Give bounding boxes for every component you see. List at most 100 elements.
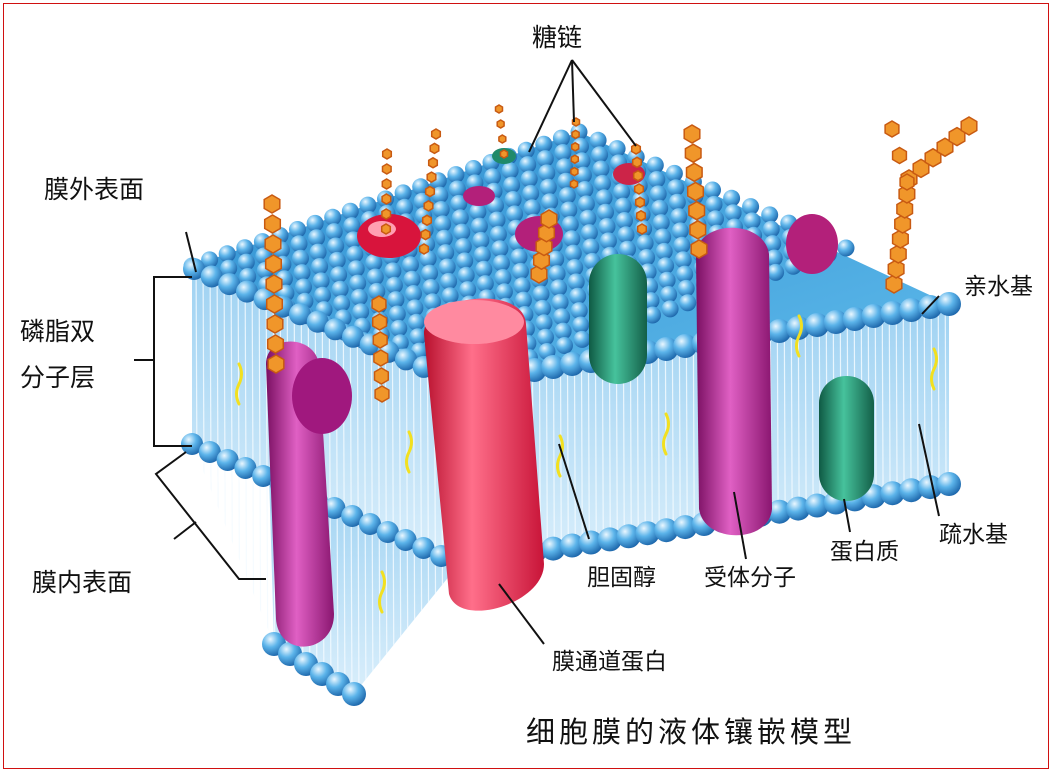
phospholipid-head xyxy=(453,224,470,241)
phospholipid-head xyxy=(333,295,350,312)
sugar-unit xyxy=(893,148,907,164)
phospholipid-head xyxy=(613,183,630,200)
sugar-unit xyxy=(572,130,579,138)
phospholipid-head xyxy=(637,235,654,252)
phospholipid-head xyxy=(490,226,507,243)
label-sugar-chain: 糖链 xyxy=(532,24,582,53)
phospholipid-head xyxy=(236,239,253,256)
sugar-unit xyxy=(635,184,644,194)
sugar-unit xyxy=(891,245,907,263)
phospholipid-head xyxy=(559,187,576,204)
phospholipid-head xyxy=(342,203,359,220)
label-outer-surface: 膜外表面 xyxy=(44,176,144,205)
sugar-unit xyxy=(383,164,392,174)
phospholipid-head xyxy=(472,232,489,249)
phospholipid-head xyxy=(219,245,236,262)
phospholipid-head xyxy=(342,682,366,706)
phospholipid-head xyxy=(389,306,406,323)
sugar-unit xyxy=(375,368,389,384)
phospholipid-head xyxy=(656,243,673,260)
sugar-unit xyxy=(373,314,387,330)
receptor-protein-right xyxy=(696,228,772,536)
phospholipid-head xyxy=(536,314,553,331)
figure-title: 细胞膜的液体镶嵌模型 xyxy=(526,716,856,749)
sugar-unit xyxy=(900,174,914,190)
phospholipid-head xyxy=(326,223,343,240)
phospholipid-head xyxy=(475,261,492,278)
sugar-unit xyxy=(427,172,436,182)
phospholipid-head xyxy=(314,287,331,304)
membrane-diagram xyxy=(4,4,1049,769)
sugar-unit xyxy=(886,275,902,293)
phospholipid-head xyxy=(310,244,327,261)
sugar-unit xyxy=(430,143,439,153)
label-bilayer-line2: 分子层 xyxy=(20,364,95,393)
sugar-unit xyxy=(684,125,700,143)
phospholipid-head xyxy=(669,194,686,211)
sugar-unit xyxy=(372,296,386,312)
phospholipid-head xyxy=(673,237,690,254)
phospholipid-head xyxy=(405,285,422,302)
phospholipid-head xyxy=(538,164,555,181)
phospholipid-head xyxy=(534,300,551,317)
phospholipid-head xyxy=(599,218,616,235)
sugar-unit xyxy=(893,230,909,248)
sugar-unit xyxy=(501,150,508,158)
phospholipid-head xyxy=(552,294,569,311)
phospholipid-head xyxy=(433,201,450,218)
sugar-unit xyxy=(382,224,391,234)
sugar-unit xyxy=(895,215,911,233)
phospholipid-head xyxy=(563,230,580,247)
phospholipid-head xyxy=(455,238,472,255)
phospholipid-head xyxy=(351,289,368,306)
sugar-unit xyxy=(687,163,703,181)
phospholipid-head xyxy=(679,294,696,311)
phospholipid-head xyxy=(387,291,404,308)
phospholipid-head xyxy=(390,320,407,337)
label-receptor: 受体分子 xyxy=(704,565,796,591)
phospholipid-head xyxy=(421,265,438,282)
label-cholesterol: 胆固醇 xyxy=(587,565,656,591)
phospholipid-head xyxy=(576,181,593,198)
phospholipid-head xyxy=(763,221,780,238)
sugar-unit xyxy=(268,335,284,353)
phospholipid-head xyxy=(436,230,453,247)
phospholipid-head xyxy=(648,171,665,188)
sugar-unit xyxy=(382,209,391,219)
phospholipid-head xyxy=(653,214,670,231)
phospholipid-head xyxy=(590,132,607,149)
sugar-unit xyxy=(421,230,430,240)
label-channel-protein: 膜通道蛋白 xyxy=(552,649,667,675)
phospholipid-head xyxy=(238,254,255,271)
phospholipid-head xyxy=(666,165,683,182)
sugar-unit xyxy=(265,215,281,233)
phospholipid-head xyxy=(596,189,613,206)
phospholipid-head xyxy=(650,185,667,202)
phospholipid-head xyxy=(484,168,501,185)
phospholipid-head xyxy=(308,229,325,246)
label-hydrophilic: 亲水基 xyxy=(964,274,1033,300)
phospholipid-head xyxy=(654,229,671,246)
phospholipid-head xyxy=(519,156,536,173)
phospholipid-head xyxy=(571,302,588,319)
phospholipid-head xyxy=(515,292,532,309)
sugar-unit xyxy=(691,240,707,258)
sugar-unit xyxy=(690,221,706,239)
phospholipid-head xyxy=(496,283,513,300)
phospholipid-head xyxy=(540,179,557,196)
phospholipid-head xyxy=(550,279,567,296)
figure-frame: 糖链 膜外表面 磷脂双 分子层 膜内表面 亲水基 疏水基 蛋白质 受体分子 胆固… xyxy=(3,3,1049,769)
phospholipid-head xyxy=(582,239,599,256)
phospholipid-head xyxy=(937,472,961,496)
phospholipid-head xyxy=(459,281,476,298)
phospholipid-head xyxy=(600,232,617,249)
sugar-unit xyxy=(424,201,433,211)
phospholipid-head xyxy=(581,224,598,241)
phospholipid-head xyxy=(402,256,419,273)
phospholipid-head xyxy=(502,162,519,179)
sugar-unit xyxy=(885,121,899,137)
sugar-unit xyxy=(888,260,904,278)
phospholipid-head xyxy=(465,160,482,177)
phospholipid-head xyxy=(384,262,401,279)
sugar-unit xyxy=(373,332,387,348)
